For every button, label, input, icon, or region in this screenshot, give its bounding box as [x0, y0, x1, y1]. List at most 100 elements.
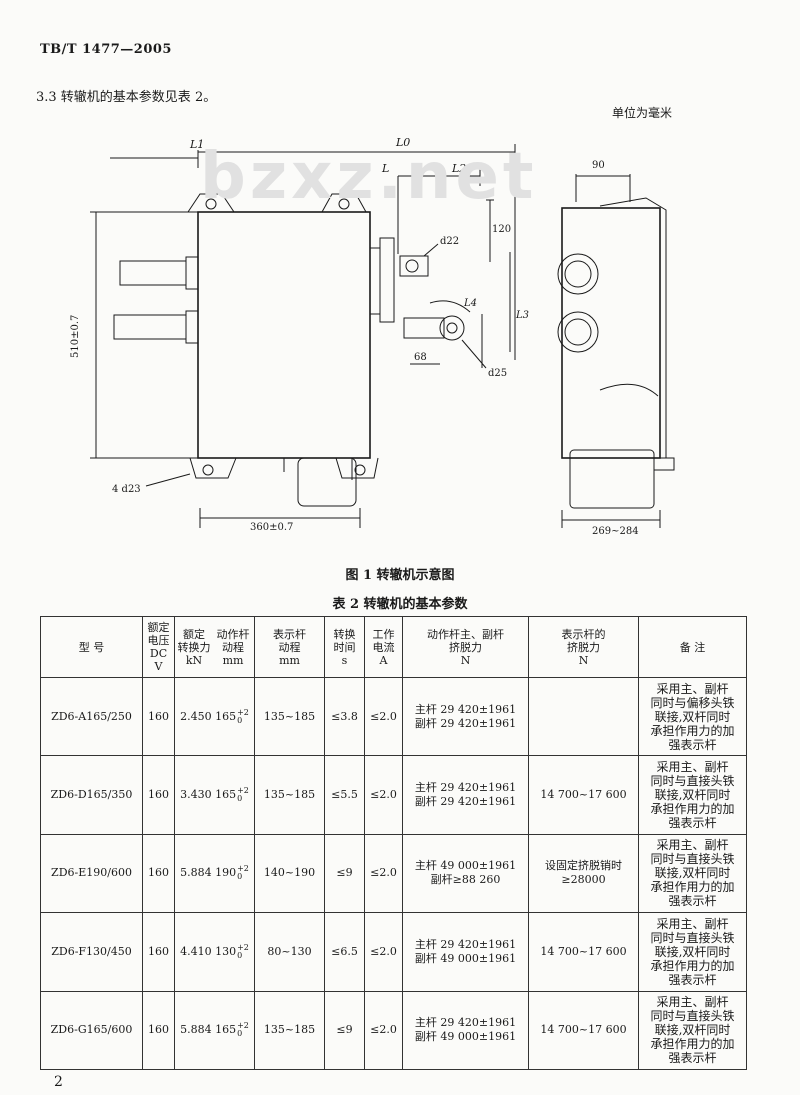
label-width: 360±0.7 — [250, 522, 293, 533]
assembly-d25 — [403, 317, 445, 339]
cell-time: ≤6.5 — [324, 912, 365, 992]
cell-voltage: 160 — [142, 833, 175, 914]
side-view-body — [561, 207, 661, 459]
cell-time: ≤9 — [324, 833, 365, 914]
cell-voltage: 160 — [142, 990, 175, 1071]
cell-voltage: 160 — [142, 755, 175, 835]
bottom-lug-right-hole — [354, 464, 366, 476]
label-90: 90 — [592, 160, 605, 171]
label-l1: L1 — [189, 138, 204, 151]
cell-model: ZD6-A165/250 — [40, 676, 143, 757]
table-caption: 表 2 转辙机的基本参数 — [332, 597, 468, 612]
right-side-plate — [369, 247, 381, 315]
standard-number: TB/T 1477—2005 — [40, 42, 172, 57]
label-l0: L0 — [395, 136, 410, 149]
side-view-upper-port — [557, 253, 599, 295]
machine-body — [197, 211, 371, 459]
cell-current: ≤2.0 — [364, 833, 403, 914]
cell-voltage: 160 — [142, 676, 175, 757]
cell-indicator: 135~185 — [254, 755, 325, 835]
figure-caption: 图 1 转辙机示意图 — [345, 568, 455, 583]
action-rod-lower — [113, 314, 187, 340]
top-lug-right — [321, 193, 367, 213]
cell-current: ≤2.0 — [364, 912, 403, 992]
cell-remark: 采用主、副杆同时与直接头铁联接,双杆同时承担作用力的加强表示杆 — [638, 912, 747, 992]
cell-voltage: 160 — [142, 912, 175, 992]
cell-time: ≤3.8 — [324, 676, 365, 757]
cell-indicator: 140~190 — [254, 833, 325, 914]
cell-remark: 采用主、副杆同时与偏移头铁联接,双杆同时承担作用力的加强表示杆 — [638, 676, 747, 757]
bottom-lug-left-hole — [202, 464, 214, 476]
side-view-lever — [599, 197, 667, 458]
label-68: 68 — [414, 352, 427, 363]
cell-indicator: 80~130 — [254, 912, 325, 992]
cell-remark: 采用主、副杆同时与直接头铁联接,双杆同时承担作用力的加强表示杆 — [638, 755, 747, 835]
cell-current: ≤2.0 — [364, 755, 403, 835]
clause-text: 3.3 转辙机的基本参数见表 2。 — [36, 90, 217, 105]
bottom-lug-right — [335, 457, 379, 479]
cell-time: ≤9 — [324, 990, 365, 1071]
top-lug-right-hole — [338, 198, 350, 210]
cell-time: ≤5.5 — [324, 755, 365, 835]
label-d25: d25 — [488, 368, 507, 379]
cell-remark: 采用主、副杆同时与直接头铁联接,双杆同时承担作用力的加强表示杆 — [638, 833, 747, 914]
label-d22: d22 — [440, 236, 459, 247]
cell-indicator-squeeze: 14 700~17 600 — [528, 990, 639, 1071]
side-view-lower-port — [557, 311, 599, 353]
label-l2: L2 — [451, 162, 466, 175]
page-number: 2 — [54, 1074, 63, 1090]
header-model: 型 号 — [40, 616, 143, 678]
action-rod-upper — [119, 260, 187, 286]
label-120: 120 — [492, 224, 511, 235]
label-height: 510±0.7 — [70, 315, 81, 358]
cell-indicator: 135~185 — [254, 990, 325, 1071]
cell-model: ZD6-E190/600 — [40, 833, 143, 914]
label-l3: L3 — [515, 310, 529, 321]
cell-current: ≤2.0 — [364, 676, 403, 757]
label-depth: 269~284 — [592, 526, 639, 537]
bottom-cylinder — [297, 457, 357, 507]
cell-indicator-squeeze: 14 700~17 600 — [528, 912, 639, 992]
label-holes: 4 d23 — [112, 484, 141, 495]
bottom-lug-left — [189, 457, 237, 479]
label-l4: L4 — [463, 298, 477, 309]
unit-note: 单位为毫米 — [612, 106, 673, 120]
cell-indicator-squeeze: 设固定挤脱销时≥28000 — [528, 833, 639, 914]
top-lug-left-hole — [205, 198, 217, 210]
cell-model: ZD6-F130/450 — [40, 912, 143, 992]
cell-model: ZD6-G165/600 — [40, 990, 143, 1071]
cell-remark: 采用主、副杆同时与直接头铁联接,双杆同时承担作用力的加强表示杆 — [638, 990, 747, 1071]
switch-machine-drawing: L1 L0 L L2 L3 L4 90 120 d22 d25 68 510±0… — [70, 136, 675, 537]
header-remark: 备 注 — [638, 616, 747, 678]
cell-indicator-squeeze: 14 700~17 600 — [528, 755, 639, 835]
cell-indicator: 135~185 — [254, 676, 325, 757]
label-l: L — [381, 162, 389, 175]
cell-current: ≤2.0 — [364, 990, 403, 1071]
junction-d22 — [399, 255, 429, 277]
cell-indicator-squeeze — [528, 676, 639, 757]
watermark: bzxz.net — [200, 140, 538, 214]
